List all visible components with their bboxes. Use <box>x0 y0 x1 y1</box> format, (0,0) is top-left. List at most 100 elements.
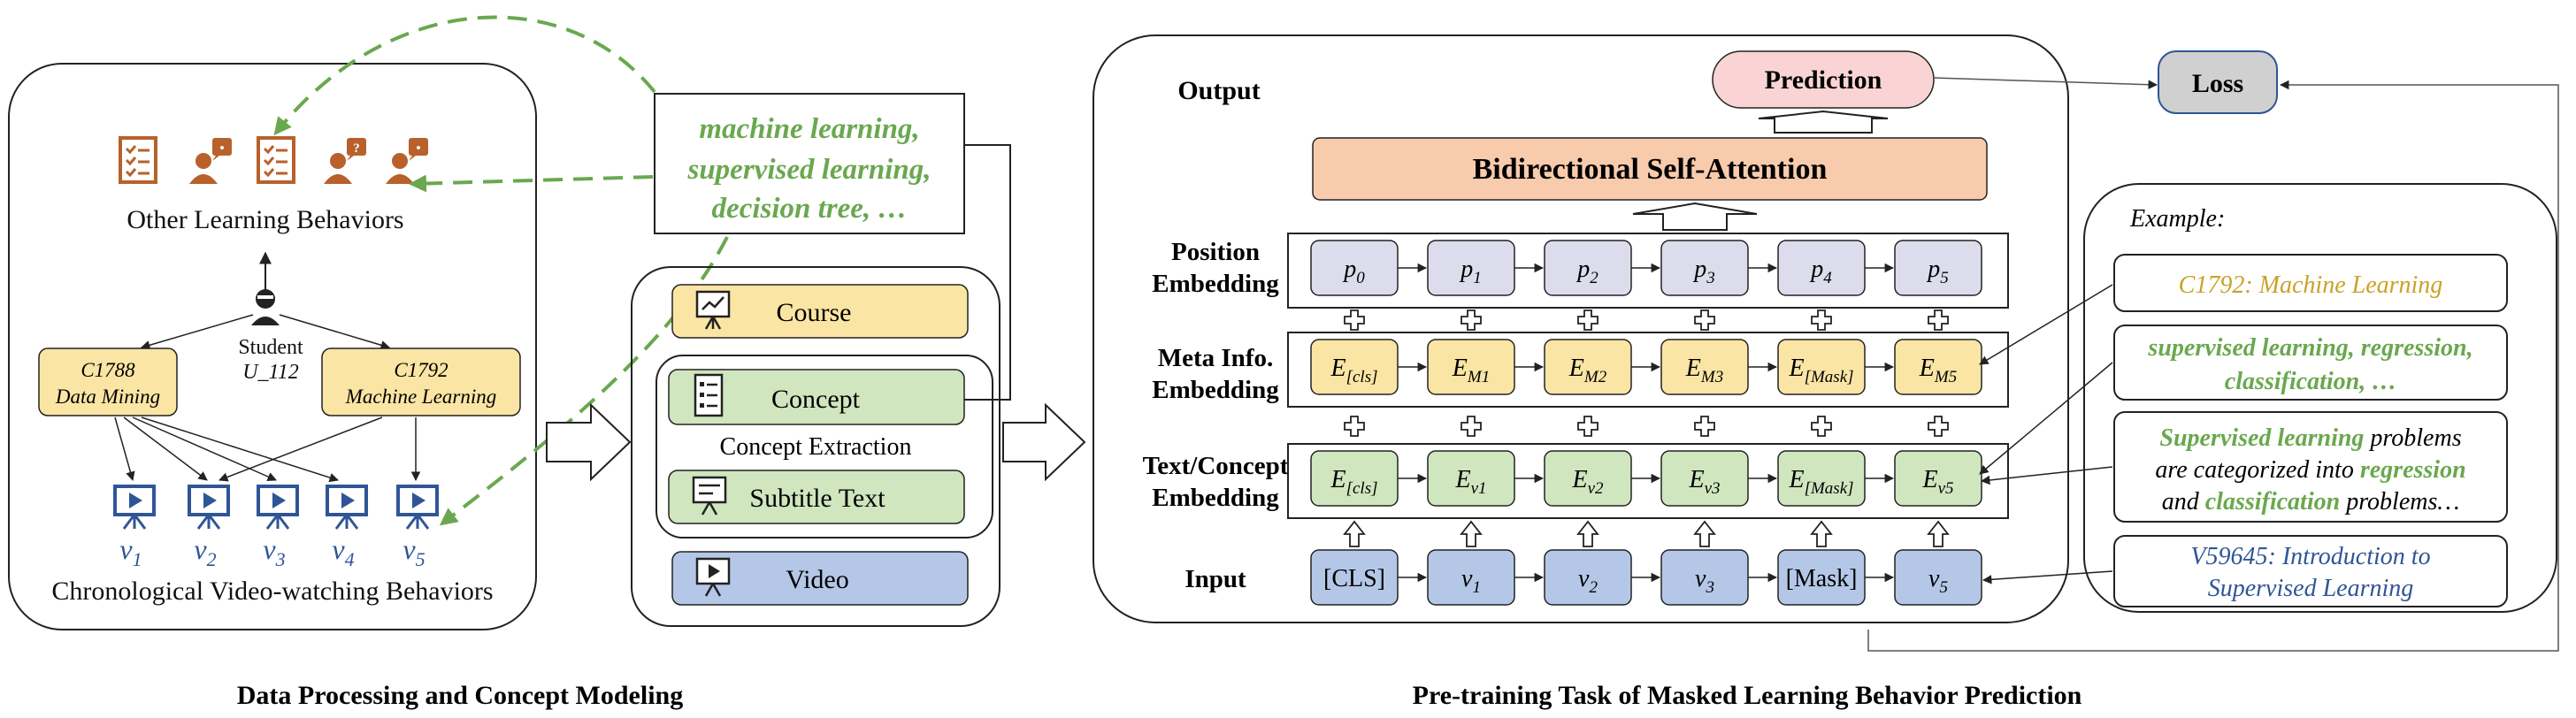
meta-token-0: E[cls] <box>1310 339 1399 395</box>
input-token-2: v2 <box>1544 549 1632 606</box>
text-row-frame <box>1287 443 2009 519</box>
input-token-5: v5 <box>1894 549 1982 606</box>
video-box <box>671 551 969 606</box>
up-arrow-icon-1 <box>1460 520 1483 547</box>
other-behaviors-label: Other Learning Behaviors <box>126 205 403 234</box>
video-board-icon <box>695 557 731 597</box>
position-token-0: p0 <box>1310 240 1399 296</box>
course-c1788-box <box>38 348 178 416</box>
svg-text:E[Mask]: E[Mask] <box>1788 466 1853 498</box>
input-token-4: [Mask] <box>1777 549 1866 606</box>
svg-text:EM5: EM5 <box>1919 355 1957 386</box>
svg-text:p3: p3 <box>1692 256 1715 287</box>
plus-icon-meta-text-2 <box>1577 416 1598 437</box>
loss-box <box>2158 50 2278 114</box>
video-label-4: v4 <box>332 533 354 570</box>
video-label-5: v5 <box>402 533 425 570</box>
svg-text:p0: p0 <box>1342 256 1365 287</box>
svg-text:E[cls]: E[cls] <box>1330 355 1377 386</box>
example-course-arrow <box>1979 284 2113 365</box>
caption-left: Data Processing and Concept Modeling <box>237 681 683 710</box>
example-subtitle-a-2: are categorized into <box>2155 456 2359 484</box>
concept-line-2: supervised learning, <box>686 154 931 186</box>
example-subtitle-line-2: are categorized into regression <box>2155 456 2465 484</box>
svg-text:p2: p2 <box>1576 256 1598 287</box>
presentation-icon <box>695 290 731 330</box>
text-row-label-2: Embedding <box>1152 484 1279 512</box>
position-row-label-1: Position <box>1171 238 1260 266</box>
right-panel-frame <box>1092 34 2069 623</box>
course-c1792-box <box>321 348 521 416</box>
meta-token-5: EM5 <box>1894 339 1982 395</box>
concept-line-1: machine learning, <box>699 113 919 145</box>
concept-to-behavior-dashed-arrow-2 <box>409 174 654 193</box>
checklist-icon <box>257 136 295 184</box>
concept-text-box <box>654 93 965 234</box>
example-title: Example: <box>2129 205 2225 233</box>
video-icon-5: v5 <box>396 485 439 570</box>
video-label-1: v1 <box>119 533 142 570</box>
svg-text:E[cls]: E[cls] <box>1330 466 1377 498</box>
mask-to-loss-arrow <box>1867 80 2559 652</box>
attention-label: Bidirectional Self-Attention <box>1473 153 1828 186</box>
loss-label: Loss <box>2192 69 2243 98</box>
concept-extraction-label: Concept Extraction <box>720 433 912 461</box>
up-arrow-icon-5 <box>1927 520 1950 547</box>
attention-to-prediction-arrow <box>1758 110 1889 134</box>
plus-icon-pos-meta-4 <box>1811 309 1832 331</box>
chrono-label: Chronological Video-watching Behaviors <box>51 577 493 606</box>
video-icon-4: v4 <box>326 485 368 570</box>
course-box <box>671 284 969 339</box>
embedding-to-attention-arrow <box>1632 202 1758 231</box>
svg-text:E[Mask]: E[Mask] <box>1788 355 1853 386</box>
course-c1788-code: C1788 <box>80 359 135 381</box>
example-video-line-2: Supervised Learning <box>2208 575 2414 602</box>
course-c1792-code: C1792 <box>394 359 448 381</box>
panel-arrow-2 <box>1002 402 1086 482</box>
example-concepts-line-1: supervised learning, regression, <box>2147 334 2472 362</box>
example-video-line-1: V59645: Introduction to <box>2190 543 2430 570</box>
student-to-c1788-arrow <box>140 314 254 350</box>
position-token-2: p2 <box>1544 240 1632 296</box>
svg-text:p1: p1 <box>1459 256 1482 287</box>
course-c1788-name: Data Mining <box>55 386 160 408</box>
up-arrow-icon-4 <box>1810 520 1833 547</box>
checklist-icon <box>119 136 157 184</box>
plus-icon-pos-meta-5 <box>1928 309 1949 331</box>
question-person-icon: ? <box>324 138 366 184</box>
svg-text:[Mask]: [Mask] <box>1786 565 1858 592</box>
concept-box <box>668 369 965 425</box>
panel-arrow-1 <box>546 402 632 482</box>
text-row-label-1: Text/Concept <box>1143 452 1289 480</box>
plus-icon-pos-meta-0 <box>1344 309 1365 331</box>
example-panel-frame <box>2083 183 2557 613</box>
video-label-3: v3 <box>263 533 285 570</box>
text-token-0: E[cls] <box>1310 450 1399 507</box>
svg-text:EM3: EM3 <box>1685 355 1723 386</box>
svg-text:v3: v3 <box>1695 565 1714 597</box>
video-label: Video <box>786 565 849 594</box>
example-subtitle-rest-1: problems <box>2364 424 2461 452</box>
example-subtitle-bold-3: classification <box>2205 488 2340 516</box>
example-subtitle-box <box>2113 411 2508 523</box>
other-behaviors-icons: •?• <box>119 136 428 184</box>
plus-icon-pos-meta-3 <box>1694 309 1715 331</box>
student-to-c1792-arrow <box>279 314 391 350</box>
video-icons-row: v1 v2 v3 v4 v5 <box>113 485 439 570</box>
input-row-label: Input <box>1184 565 1246 593</box>
subtitle-label: Subtitle Text <box>749 484 886 513</box>
video-icon-2: v2 <box>188 485 230 570</box>
video-icon-1: v1 <box>113 485 156 570</box>
meta-token-1: EM1 <box>1427 339 1515 395</box>
middle-panel-frame <box>631 266 1000 627</box>
example-subtitle-bold-2: regression <box>2360 456 2466 484</box>
subtitle-box <box>668 470 965 524</box>
prediction-label: Prediction <box>1765 65 1882 95</box>
example-subtitle-arrow <box>1980 466 2113 485</box>
svg-text:Ev1: Ev1 <box>1454 466 1486 498</box>
concept-line-3: decision tree, … <box>712 193 908 225</box>
example-video-arrow <box>1982 570 2113 584</box>
svg-text:p4: p4 <box>1809 256 1832 287</box>
